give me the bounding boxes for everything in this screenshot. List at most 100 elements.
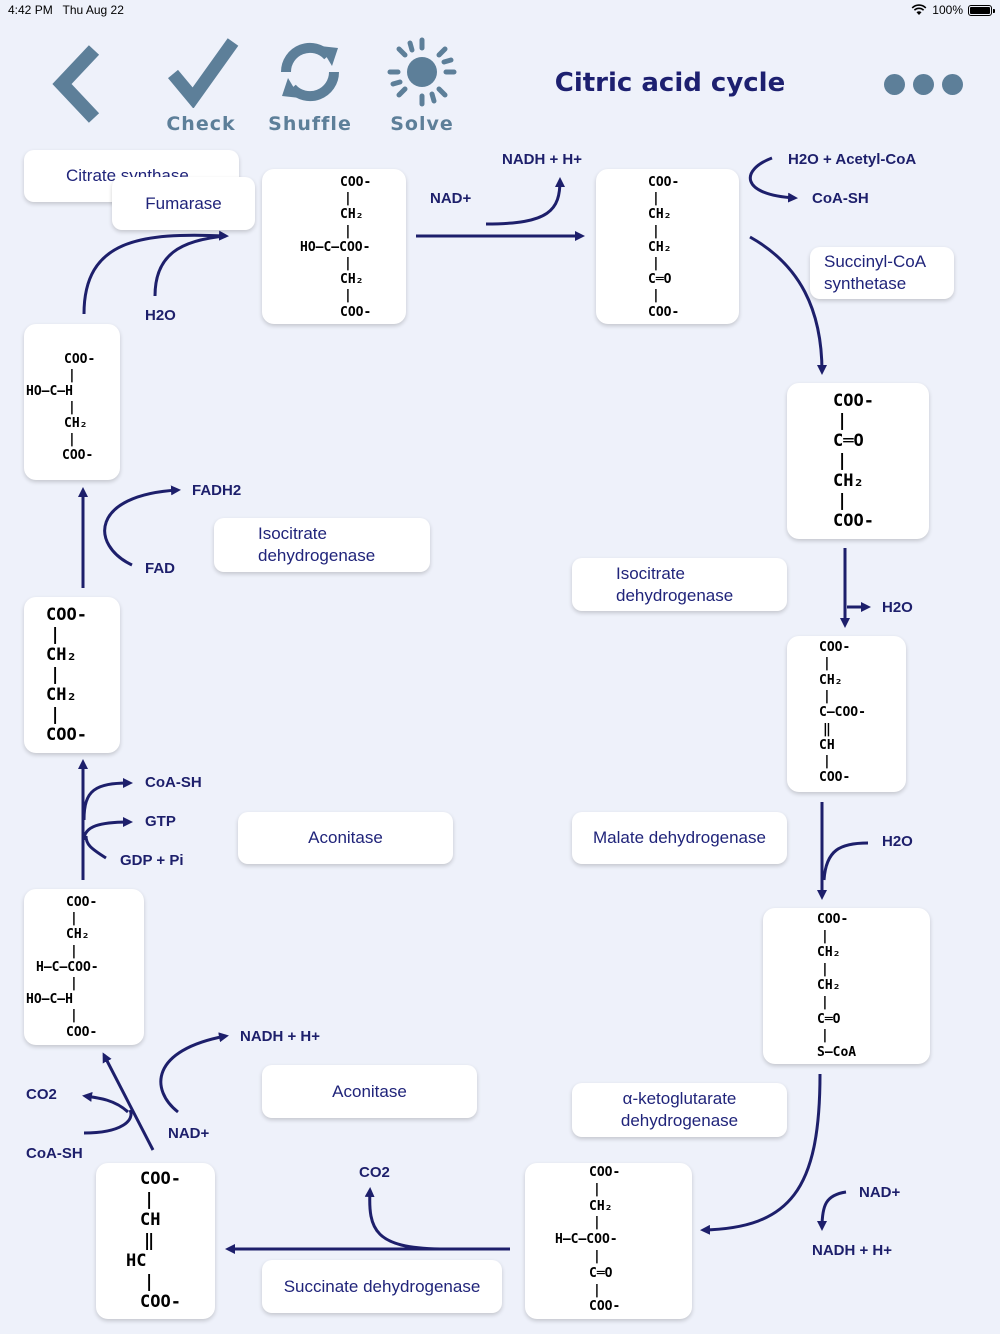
structure-line: | [68,432,76,447]
structure-alpha-ketoglutarate[interactable]: COO-|C═O|CH₂|COO- [787,383,929,539]
mol-coash-bl: CoA-SH [26,1145,83,1162]
structure-line: | [344,223,352,239]
structure-isocitrate[interactable]: COO-|CH₂|H—C—COO-|HO—C—H|COO- [24,889,144,1045]
structure-line: H—C—COO- [36,959,99,975]
enzyme-fumarase[interactable]: Fumarase [112,177,255,230]
structure-malate[interactable]: COO-|HO—C—H|CH₂|COO- [24,324,120,480]
status-right: 100% [911,3,995,17]
structure-line: COO- [589,1299,621,1315]
mol-co2-bottom: CO2 [359,1164,390,1181]
structure-line: CH₂ [817,978,841,994]
structure-line: CH₂ [833,471,864,491]
arrow-oxaloacetate-down [749,235,827,375]
status-time-date: 4:42 PM Thu Aug 22 [8,3,124,17]
mol-fadh2: FADH2 [192,482,242,499]
more-dot-icon [942,74,963,95]
enzyme-label-line2: dehydrogenase [258,546,376,565]
mol-nadh-bl: NADH + H+ [240,1028,321,1045]
structure-line: CH₂ [340,272,364,288]
structure-cis-aconitate[interactable]: COO-|CH₂|C—COO-‖CH|COO- [787,636,906,792]
structure-line: | [652,288,660,304]
status-time: 4:42 PM [8,3,53,17]
structure-line: CH₂ [817,945,841,961]
structure-line: HO—C—H [26,384,73,399]
arrow-h2o-left [153,234,227,297]
structure-line: | [344,191,352,207]
mol-h2o-acetyl-coa: H2O + Acetyl-CoA [788,151,917,168]
more-menu-button[interactable] [884,74,963,95]
structure-line: C═O [817,1011,841,1027]
enzyme-malate-dehydrogenase[interactable]: Malate dehydrogenase [572,812,787,864]
shuffle-icon [280,42,340,102]
enzyme-aconitase-b[interactable]: Aconitase [262,1065,477,1118]
arrow-gdp [84,835,107,860]
mol-h2o-right1: H2O [882,599,913,616]
battery-percent: 100% [932,3,963,17]
enzyme-label-line2: synthetase [824,274,907,293]
structure-line: COO- [66,895,98,910]
structure-line: COO- [140,1292,181,1312]
mol-h2o-right2: H2O [882,833,913,850]
structure-line: | [144,1189,155,1210]
structure-citrate[interactable]: COO-|CH₂|HO—C—COO-|CH₂|COO- [262,169,406,324]
structure-line: | [823,688,831,704]
structure-line: | [70,976,78,991]
mol-co2-left: CO2 [26,1086,57,1103]
shuffle-button[interactable]: Shuffle [264,36,356,135]
structure-line: | [344,256,352,271]
back-button[interactable] [46,44,106,124]
structure-line: | [652,223,660,239]
solve-button[interactable]: Solve [378,36,466,135]
enzyme-label: Malate dehydrogenase [593,828,766,847]
structure-line: S—CoA [817,1044,857,1060]
structure-fumarate[interactable]: COO-|CH‖HC|COO- [96,1163,215,1319]
structure-line: ‖ [144,1230,155,1251]
arrow-co2-bottom [364,1187,441,1251]
arrow-co2-left [82,1091,130,1114]
check-button[interactable]: Check [156,36,246,135]
structure-line: COO- [817,912,849,927]
structure-line: CH₂ [46,685,77,705]
structure-line: HO—C—H [26,992,73,1008]
enzyme-succinate-dehydrogenase[interactable]: Succinate dehydrogenase [262,1260,502,1313]
structure-line: C═O [648,272,672,288]
structure-line: | [821,961,829,977]
arrow-fumarate-to-isocitrate [102,1052,155,1151]
arrow-coash-left [82,778,133,821]
mol-nadh-top: NADH + H+ [502,151,583,168]
structure-line: | [652,191,660,207]
structure-line: COO- [833,391,874,411]
structure-line: C═O [833,431,864,451]
arrow-acetyl-coa [748,156,798,203]
mol-coash-top: CoA-SH [812,190,869,207]
structure-oxaloacetate[interactable]: COO-|CH₂|CH₂|C═O|COO- [596,169,739,324]
page-title: Citric acid cycle [554,68,786,98]
structure-line: | [652,256,660,271]
structure-line: COO- [648,304,680,320]
arrow-h2o-right2 [822,841,869,881]
structure-succinyl-coa[interactable]: COO-|CH₂|CH₂|C═O|S—CoA [763,908,930,1064]
enzyme-aconitase-a[interactable]: Aconitase [238,812,453,864]
structure-line: | [50,625,61,645]
structure-line: COO- [833,511,874,531]
structure-succinate[interactable]: COO-|CH₂|CH₂|COO- [24,597,120,753]
structure-oxalosuccinate[interactable]: COO-|CH₂|H—C—COO-|C═O|COO- [525,1163,692,1319]
enzyme-label: Succinate dehydrogenase [283,1276,481,1296]
arrow-coash-bl [83,1109,133,1135]
structure-line: COO- [340,304,372,320]
structure-line: ‖ [823,721,831,737]
structure-line: | [821,995,829,1010]
structure-line: | [70,911,78,927]
mol-nadh-br: NADH + H+ [812,1242,893,1259]
structure-line: COO- [819,770,851,786]
structure-line: | [344,288,352,304]
structure-line: | [68,368,76,383]
structure-line: COO- [64,352,96,367]
structure-line: | [50,705,61,725]
structure-line: HC [126,1251,147,1271]
structure-line: CH₂ [340,207,364,223]
